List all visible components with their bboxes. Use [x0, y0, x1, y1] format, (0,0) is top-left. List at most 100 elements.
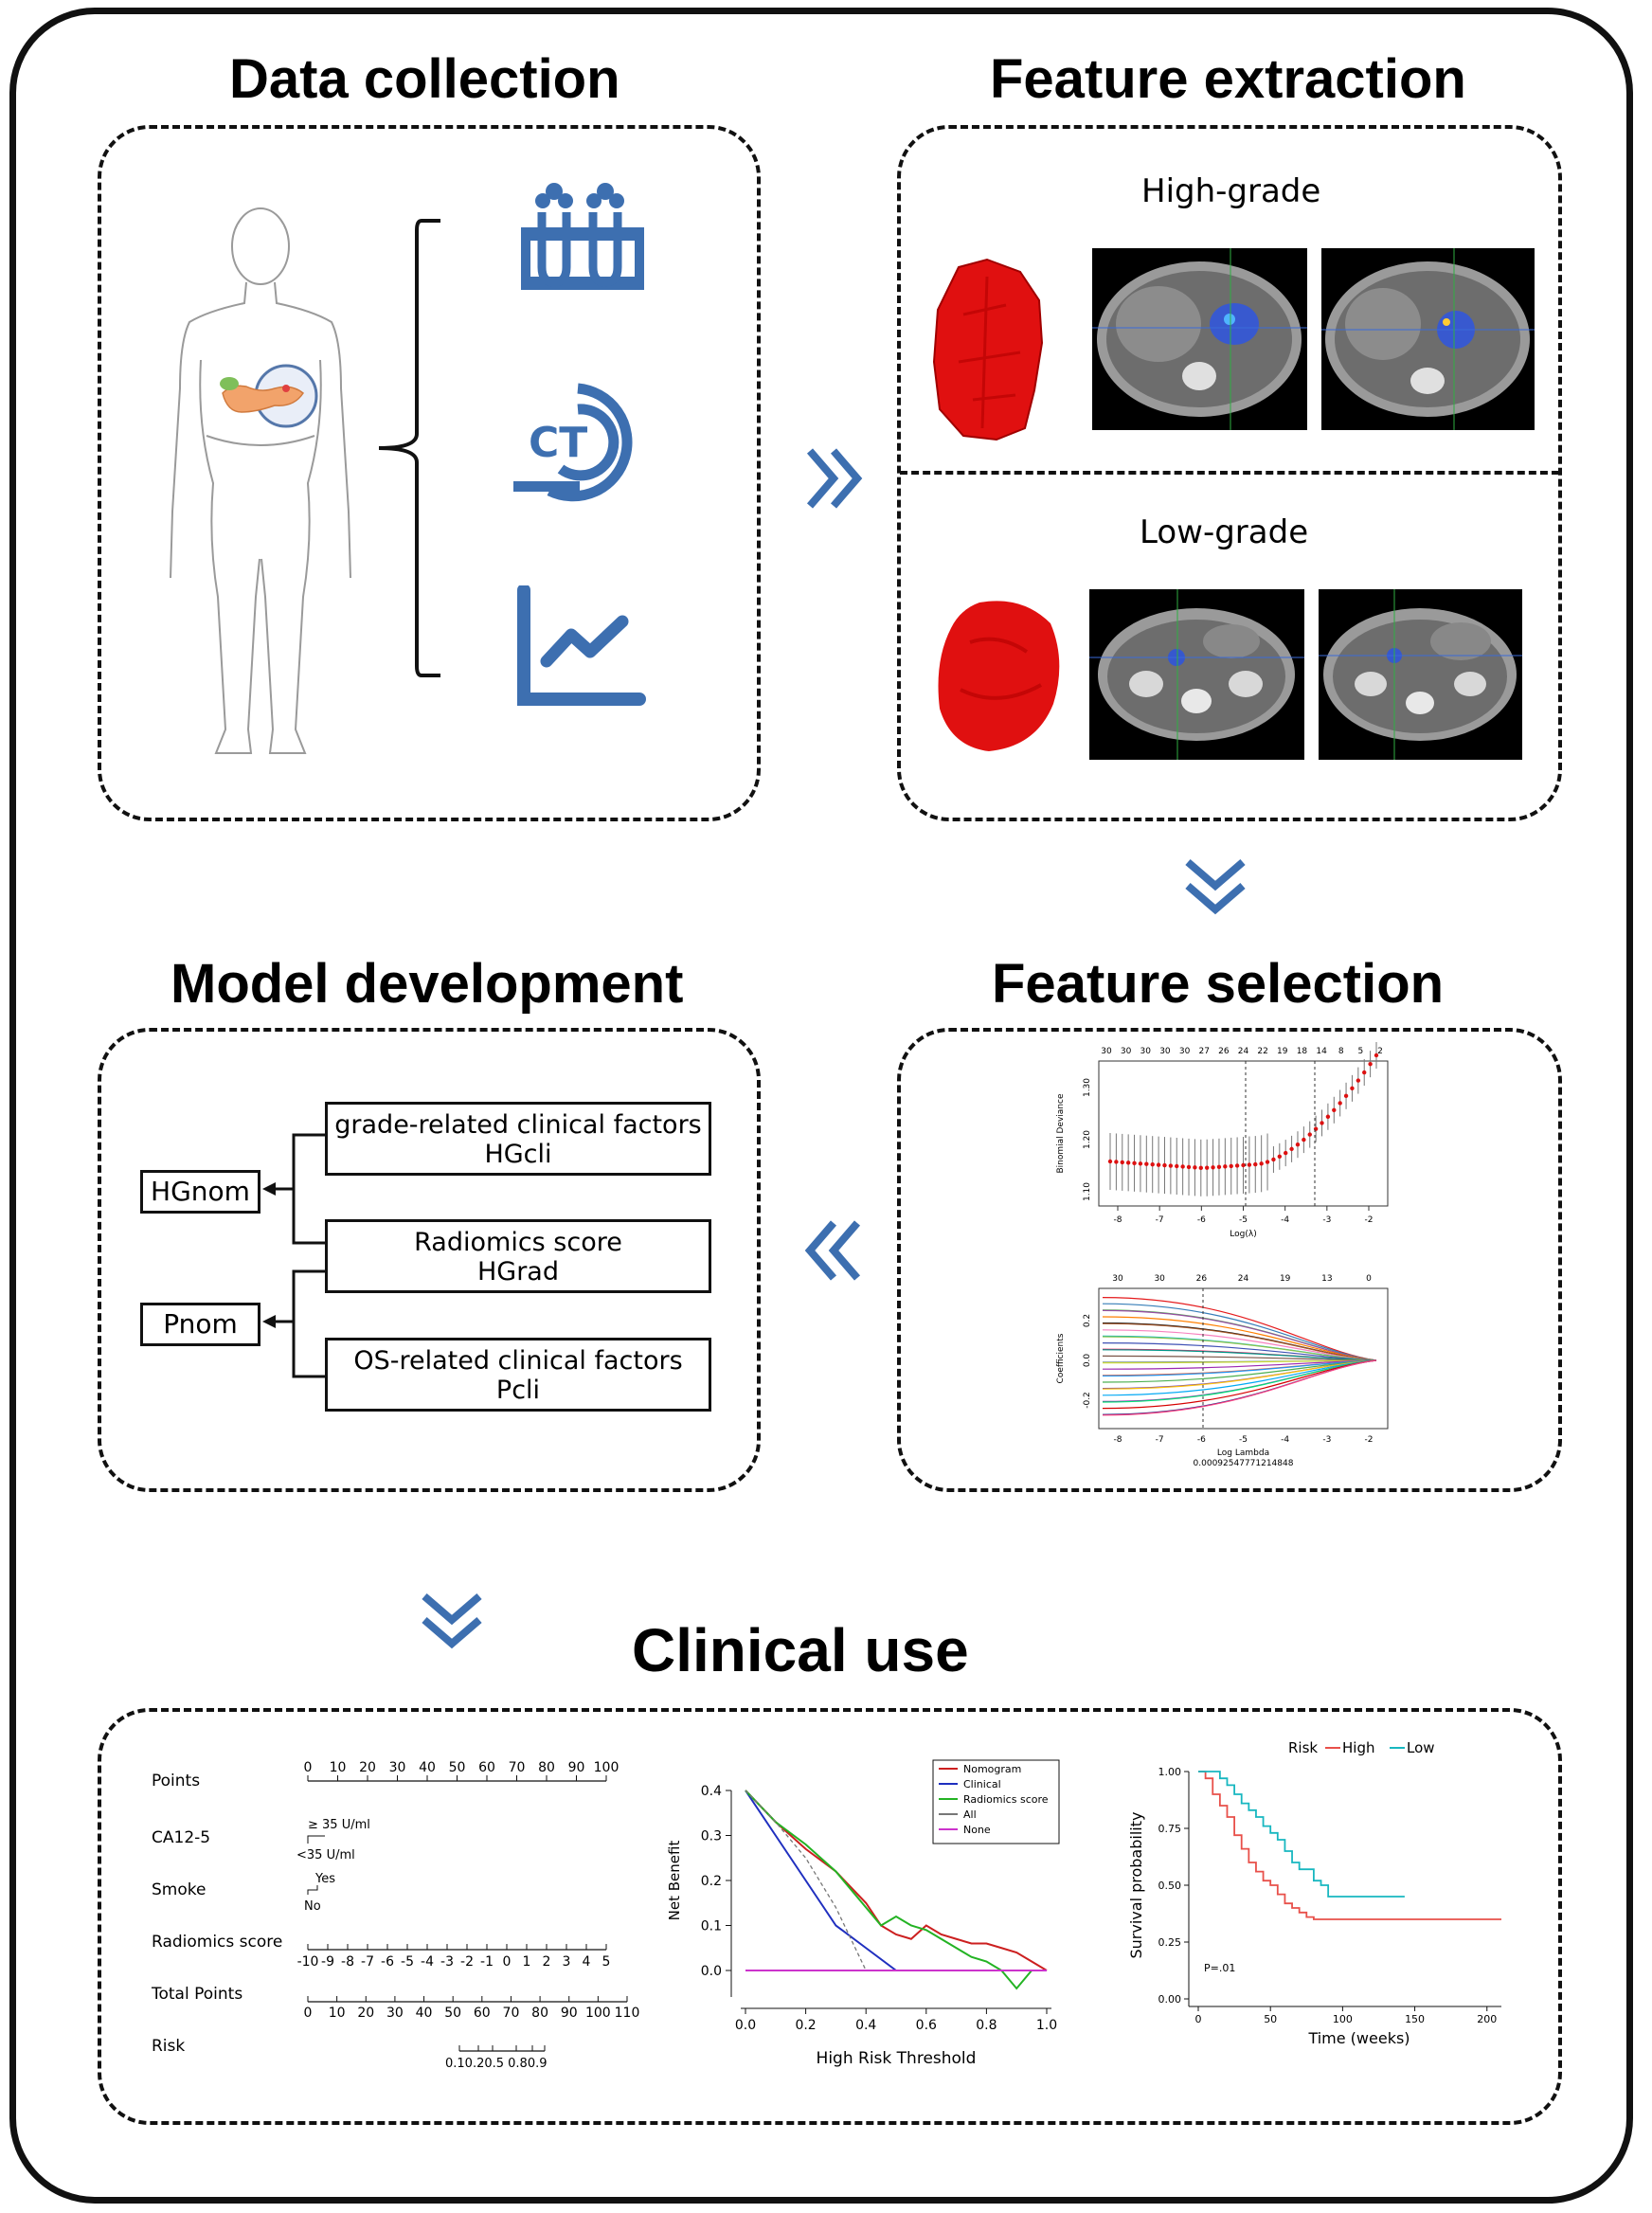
top-axis-label: 30 — [1179, 1047, 1191, 1056]
points-tick-label: 40 — [419, 1760, 436, 1775]
smoke-no-label: No — [304, 1899, 321, 1914]
top-axis-label: 24 — [1238, 1274, 1249, 1284]
cv-point — [1150, 1161, 1155, 1167]
coef-path — [1102, 1359, 1377, 1416]
cv-point — [1332, 1107, 1337, 1112]
x-tick-label: -7 — [1156, 1215, 1164, 1225]
cv-point — [1120, 1160, 1124, 1165]
cv-point — [1253, 1161, 1258, 1167]
nomogram-row-label: Total Points — [151, 1985, 242, 2004]
x-tick-label: 0 — [1195, 2013, 1202, 2025]
cv-point — [1289, 1146, 1294, 1152]
model-development-box — [98, 1028, 761, 1492]
cv-point — [1107, 1159, 1113, 1164]
x-tick-label: 150 — [1405, 2013, 1425, 2025]
cv-point — [1193, 1165, 1197, 1170]
radiomics-tick-label: 5 — [602, 1954, 611, 1970]
top-axis-label: 19 — [1280, 1274, 1291, 1284]
cv-point — [1234, 1163, 1240, 1168]
top-axis-label: 2 — [1377, 1047, 1383, 1056]
cv-point — [1229, 1163, 1233, 1169]
data-collection-box — [98, 125, 761, 821]
x-tick-label: 50 — [1264, 2013, 1277, 2025]
dca-series-all — [745, 1790, 867, 1971]
model-box-pcli-line2: Pcli — [495, 1376, 541, 1405]
cv-point — [1259, 1161, 1264, 1166]
model-box-pcli-line1: OS-related clinical factors — [353, 1346, 683, 1376]
model-box-pcli: OS-related clinical factors Pcli — [325, 1338, 711, 1412]
ct-scan-high-1 — [1092, 248, 1307, 430]
top-axis-label: 0 — [1366, 1274, 1372, 1284]
top-axis-label: 30 — [1121, 1047, 1132, 1056]
cv-point — [1223, 1164, 1228, 1169]
heading-feature-extraction: Feature extraction — [990, 48, 1466, 110]
chevron-left-icon — [804, 1220, 861, 1281]
model-box-hgcli-line1: grade-related clinical factors — [334, 1110, 702, 1140]
points-tick-label: 80 — [538, 1760, 555, 1775]
x-tick-label: 0.6 — [916, 2018, 937, 2033]
top-axis-label: 8 — [1338, 1047, 1344, 1056]
top-axis-label: 30 — [1112, 1274, 1123, 1284]
chevron-right-icon — [806, 448, 863, 509]
legend-label: Radiomics score — [963, 1793, 1049, 1806]
cv-point — [1216, 1164, 1222, 1170]
smoke-axis — [307, 1885, 318, 1895]
points-tick-label: 70 — [509, 1760, 526, 1775]
ca125-high-label: ≥ 35 U/ml — [308, 1818, 370, 1832]
coef-path — [1102, 1303, 1377, 1361]
y-axis-label: Survival probability — [1127, 1812, 1145, 1959]
chevron-down-icon — [1185, 858, 1246, 915]
coef-path — [1102, 1359, 1377, 1376]
legend-title: Risk — [1288, 1739, 1318, 1756]
radiomics-tick-label: 2 — [543, 1954, 551, 1970]
radiomics-tick-label: -8 — [341, 1954, 354, 1970]
coef-path — [1102, 1309, 1377, 1361]
cv-point — [1374, 1053, 1379, 1058]
y-tick-label: 0.50 — [1158, 1880, 1182, 1892]
total-points-tick-label: 40 — [416, 2006, 433, 2021]
ct-scan-low-1 — [1089, 589, 1304, 760]
legend-label: Clinical — [963, 1778, 1001, 1790]
km-series-high — [1198, 1771, 1501, 1920]
y-tick-label: -0.2 — [1083, 1392, 1092, 1409]
top-axis-label: 5 — [1357, 1047, 1363, 1056]
model-box-hgrad-line1: Radiomics score — [414, 1228, 622, 1257]
x-axis-label: High Risk Threshold — [817, 2049, 977, 2068]
radiomics-tick-label: -4 — [421, 1954, 434, 1970]
nomogram-row-label: Points — [152, 1772, 200, 1790]
cv-point — [1338, 1101, 1342, 1106]
y-tick-label: 0.1 — [701, 1919, 722, 1934]
coef-path — [1102, 1359, 1377, 1370]
x-tick-label: -7 — [1156, 1435, 1164, 1445]
cv-point — [1175, 1163, 1179, 1169]
radiomics-tick-label: -1 — [480, 1954, 494, 1970]
points-tick-label: 10 — [330, 1760, 347, 1775]
output-hgnom: HGnom — [140, 1170, 260, 1214]
x-tick-label: -2 — [1365, 1215, 1374, 1225]
risk-tick-labels: 0.10.20.5 0.80.9 — [445, 2057, 548, 2071]
x-tick-label: 200 — [1477, 2013, 1497, 2025]
ct-scan-high-2 — [1321, 248, 1535, 430]
x-tick-label: -4 — [1281, 1435, 1289, 1445]
cv-point — [1277, 1154, 1283, 1160]
tumor-3d-high-grade — [932, 258, 1044, 441]
total-points-tick-label: 60 — [474, 2006, 491, 2021]
y-tick-label: 0.2 — [1083, 1314, 1092, 1327]
x-tick-label: -6 — [1197, 1435, 1206, 1445]
cv-point — [1368, 1061, 1373, 1067]
points-tick-label: 90 — [568, 1760, 585, 1775]
coef-path — [1102, 1355, 1377, 1361]
x-tick-label: -4 — [1281, 1215, 1289, 1225]
nomogram-row-label: CA12-5 — [152, 1828, 210, 1847]
km-series-low — [1198, 1771, 1405, 1898]
total-points-tick-label: 20 — [357, 2006, 374, 2021]
cv-point — [1156, 1162, 1161, 1167]
top-axis-label: 24 — [1238, 1047, 1249, 1056]
cv-point — [1265, 1160, 1270, 1164]
extraction-divider — [900, 471, 1559, 475]
test-tubes-icon — [521, 183, 644, 290]
y-tick-label: 0.4 — [701, 1784, 722, 1799]
coef-path — [1102, 1359, 1377, 1396]
